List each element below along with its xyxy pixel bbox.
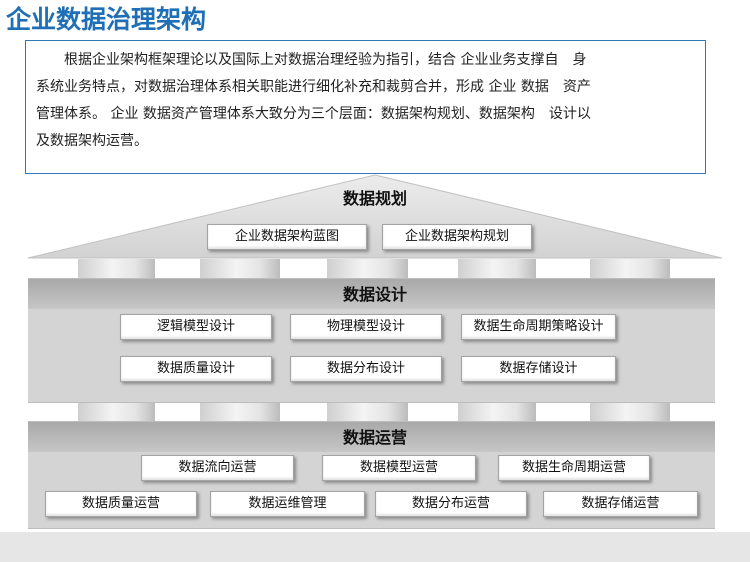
design-item: 逻辑模型设计 (120, 314, 272, 340)
operation-item: 数据质量运营 (45, 491, 197, 517)
pillar-row (0, 259, 750, 278)
operation-item: 数据存储运营 (543, 491, 698, 517)
planning-layer-title: 数据规划 (342, 189, 407, 208)
operation-item: 数据模型运营 (322, 455, 476, 481)
planning-item: 企业数据架构规划 (382, 224, 532, 250)
operation-item: 数据生命周期运营 (498, 455, 650, 481)
pillar (78, 259, 155, 278)
design-item: 数据存储设计 (461, 356, 616, 382)
page-title: 企业数据治理架构 (6, 5, 207, 34)
pillar-row (0, 403, 750, 422)
pillar (200, 403, 280, 422)
floor-band (0, 532, 750, 562)
pillar (458, 259, 536, 278)
intro-line: 根据企业架构框架理论以及国际上对数据治理经验为指引，结合 企业业务支撑自 身 (64, 52, 587, 68)
intro-line: 及数据架构运营。 (36, 133, 148, 149)
design-item: 数据生命周期策略设计 (461, 314, 616, 340)
pillar (590, 259, 670, 278)
pillar (78, 403, 155, 422)
operation-item: 数据分布运营 (375, 491, 527, 517)
operation-layer-title: 数据运营 (342, 428, 407, 447)
operation-layer-header (28, 422, 715, 452)
pillar (327, 259, 408, 278)
planning-item: 企业数据架构蓝图 (207, 224, 367, 250)
intro-text-box: 根据企业架构框架理论以及国际上对数据治理经验为指引，结合 企业业务支撑自 身 系… (25, 40, 706, 174)
design-item: 数据质量设计 (120, 356, 272, 382)
pillar (327, 403, 408, 422)
design-item: 数据分布设计 (290, 356, 442, 382)
pillar (590, 403, 670, 422)
roof-shape (27, 174, 723, 259)
operation-item: 数据流向运营 (141, 455, 294, 481)
design-item: 物理模型设计 (290, 314, 442, 340)
intro-line: 系统业务特点，对数据治理体系相关职能进行细化补充和裁剪合并，形成 企业 数据 资… (36, 79, 591, 95)
pillar (458, 403, 536, 422)
operation-item: 数据运维管理 (210, 491, 365, 517)
design-layer-header (28, 279, 715, 309)
design-layer-title: 数据设计 (342, 285, 407, 304)
pillar (200, 259, 280, 278)
intro-line: 管理体系。 企业 数据资产管理体系大致分为三个层面：数据架构规划、数据架构 设计… (36, 106, 591, 122)
